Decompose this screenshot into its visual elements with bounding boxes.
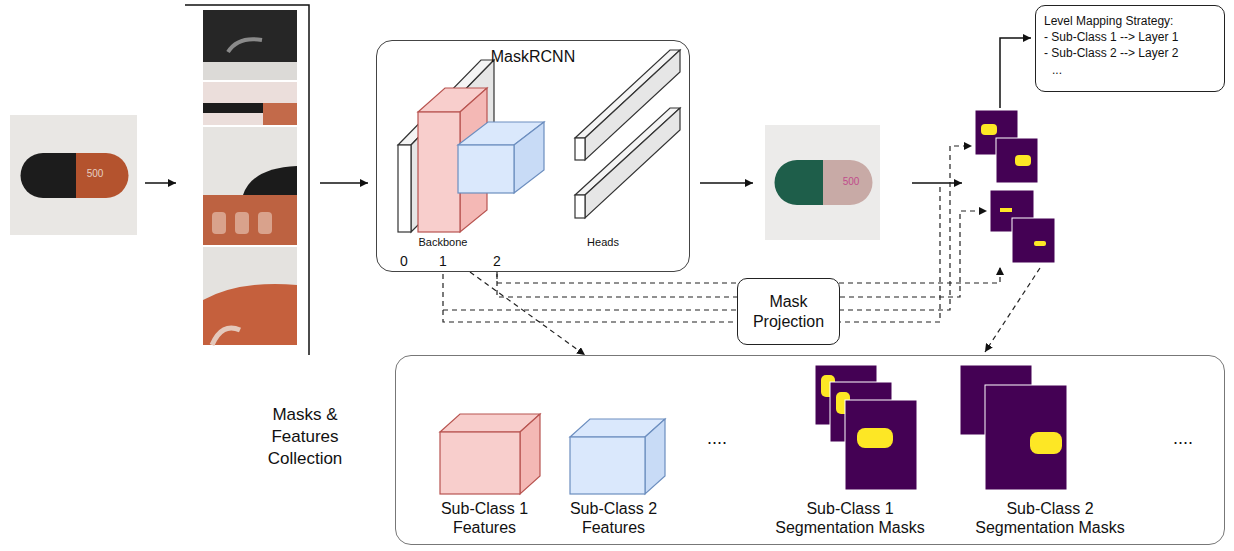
node-text: ... xyxy=(1044,62,1216,78)
layer-label: Heads xyxy=(578,236,628,249)
collected-masks xyxy=(815,365,1067,490)
feature-label: Sub-Class 2 Features xyxy=(551,499,676,537)
node-title: MaskRCNN xyxy=(377,48,689,66)
feature-cubes xyxy=(440,414,665,494)
projection-lines xyxy=(443,146,1040,352)
output-masks xyxy=(975,110,1055,263)
pill-imprint: 500 xyxy=(78,168,112,180)
node-title: Masks & Features Collection xyxy=(251,404,359,470)
feature-label: Sub-Class 1 Features xyxy=(422,499,547,537)
flow-arrow xyxy=(912,182,962,184)
ellipsis: .... xyxy=(692,428,742,450)
mask-label: Sub-Class 1 Segmentation Masks xyxy=(755,499,945,537)
dashed-connector xyxy=(470,272,585,355)
strategy-box: Level Mapping Strategy:- Sub-Class 1 -->… xyxy=(1035,5,1225,92)
mask-label: Sub-Class 2 Segmentation Masks xyxy=(955,499,1145,537)
flow-arrow xyxy=(700,182,753,184)
flow-arrow xyxy=(320,182,368,184)
flow-arrow xyxy=(1000,38,1031,108)
output-pill-photo xyxy=(765,125,880,240)
dashed-connector xyxy=(497,272,737,297)
level-number: 1 xyxy=(436,253,450,270)
level-number: 2 xyxy=(490,253,504,270)
backbone-layers xyxy=(398,60,544,232)
node-title: Mask Projection xyxy=(742,292,835,332)
node-text: - Sub-Class 2 --> Layer 2 xyxy=(1044,45,1216,61)
crop-stack xyxy=(203,10,297,345)
input-pill-photo xyxy=(10,115,137,235)
layer-label: Backbone xyxy=(412,236,474,249)
pill-imprint: 500 xyxy=(834,176,868,188)
node-text: - Sub-Class 1 --> Layer 1 xyxy=(1044,29,1216,45)
bracket xyxy=(185,5,309,355)
level-number: 0 xyxy=(397,253,411,270)
node-title: Level Mapping Strategy: xyxy=(1044,13,1216,29)
flow-arrow xyxy=(145,182,176,184)
head-layers xyxy=(575,50,680,218)
process-box: Mask Projection xyxy=(737,278,840,345)
ellipsis: .... xyxy=(1158,428,1208,450)
